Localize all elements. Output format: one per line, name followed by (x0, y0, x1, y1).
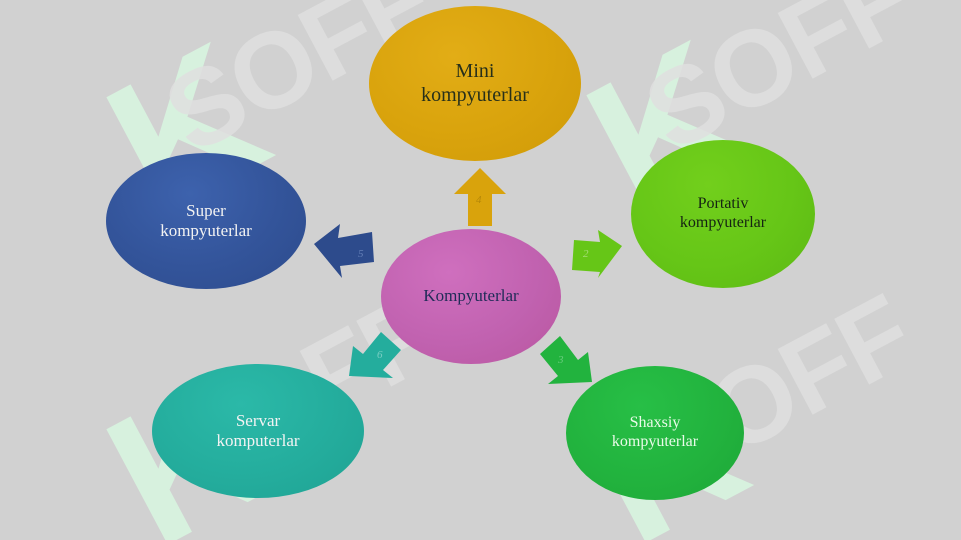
arrow-down-left[interactable]: 6 (345, 330, 403, 386)
arrow-down-right-number: 3 (558, 354, 564, 366)
node-super-label: Super kompyuterlar (150, 201, 262, 241)
node-servar-komputerlar[interactable]: Servar komputerlar (152, 364, 364, 498)
node-servar-label-line1: Servar (235, 410, 281, 430)
arrow-up[interactable]: 4 (452, 166, 508, 228)
node-servar-label: Servar komputerlar (206, 411, 309, 451)
arrow-up-number: 4 (476, 194, 482, 206)
node-servar-label-line2: komputerlar (216, 431, 300, 450)
arrow-left-number: 5 (358, 248, 364, 260)
arrow-down-left-number: 6 (377, 349, 383, 361)
node-mini-label-line1: Mini (455, 59, 495, 82)
node-super-kompyuterlar[interactable]: Super kompyuterlar (106, 153, 306, 289)
node-mini-label: Mini kompyuterlar (411, 60, 539, 107)
arrow-left[interactable]: 5 (312, 222, 374, 280)
node-mini-label-line2: kompyuterlar (421, 83, 529, 106)
node-shaxsiy-label: Shaxsiy kompyuterlar (602, 414, 708, 452)
watermark-text-top-right: SOFF (625, 0, 931, 174)
node-shaxsiy-label-line1: Shaxsiy (629, 414, 681, 432)
node-portativ-label-line2: kompyuterlar (679, 214, 767, 231)
node-portativ-kompyuterlar[interactable]: Portativ kompyuterlar (631, 140, 815, 288)
node-shaxsiy-label-line2: kompyuterlar (611, 433, 699, 450)
node-super-label-line1: Super (186, 200, 226, 220)
node-super-label-line2: kompyuterlar (160, 221, 252, 240)
arrow-right-number: 2 (583, 248, 589, 260)
arrow-right[interactable]: 2 (570, 228, 626, 280)
arrow-down-right[interactable]: 3 (538, 334, 596, 390)
node-portativ-label: Portativ kompyuterlar (670, 195, 776, 233)
node-shaxsiy-kompyuterlar[interactable]: Shaxsiy kompyuterlar (566, 366, 744, 500)
node-center-kompyuterlar[interactable]: Kompyuterlar (381, 229, 561, 364)
node-portativ-label-line1: Portativ (697, 195, 749, 213)
node-mini-kompyuterlar[interactable]: Mini kompyuterlar (369, 6, 581, 161)
node-center-label: Kompyuterlar (423, 286, 519, 306)
